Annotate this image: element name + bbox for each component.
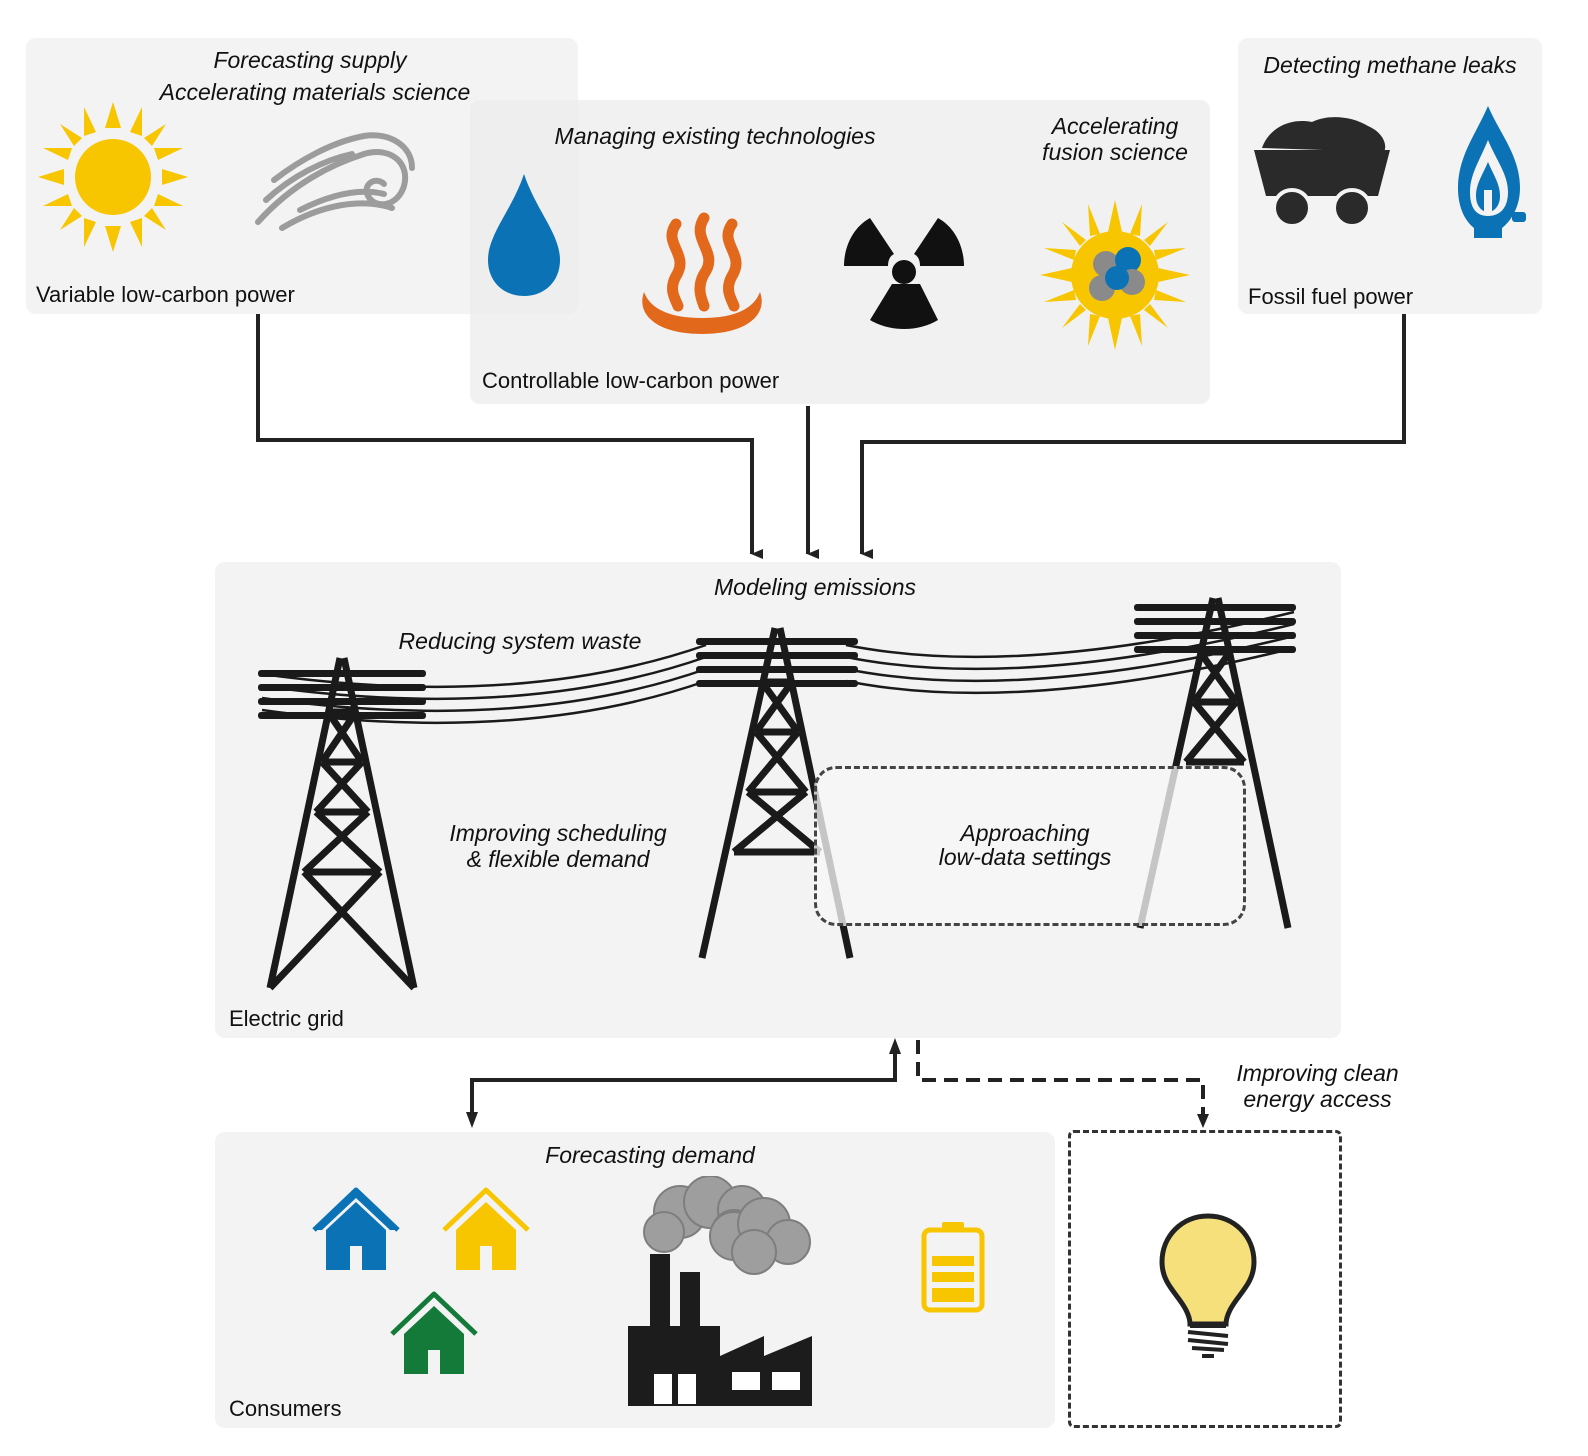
wind-icon bbox=[255, 132, 415, 231]
water-drop-icon bbox=[488, 174, 560, 296]
task-improving-scheduling-2: & flexible demand bbox=[466, 846, 650, 872]
variable-power-title: Variable low-carbon power bbox=[36, 282, 295, 307]
electric-grid-title: Electric grid bbox=[229, 1006, 344, 1031]
task-low-data-2: low-data settings bbox=[938, 844, 1112, 870]
task-accelerating-materials: Accelerating materials science bbox=[159, 79, 471, 105]
light-bulb-icon bbox=[1159, 1213, 1257, 1358]
transmission-tower-icon bbox=[258, 657, 426, 991]
house-icon bbox=[390, 1291, 478, 1374]
task-managing-existing: Managing existing technologies bbox=[554, 123, 876, 149]
task-modeling-emissions: Modeling emissions bbox=[714, 574, 916, 600]
sun-icon bbox=[38, 102, 188, 252]
task-improving-scheduling-1: Improving scheduling bbox=[449, 820, 667, 846]
arrow-grid-to-access bbox=[916, 1040, 1205, 1118]
task-accelerating-fusion-1: Accelerating bbox=[1051, 113, 1179, 139]
task-clean-access-2: energy access bbox=[1243, 1086, 1392, 1112]
consumers-title: Consumers bbox=[229, 1396, 342, 1421]
fossil-power-title: Fossil fuel power bbox=[1248, 284, 1414, 309]
fusion-icon bbox=[1040, 200, 1190, 350]
house-icon bbox=[312, 1187, 400, 1270]
radiation-icon bbox=[844, 218, 964, 329]
geothermal-icon bbox=[642, 212, 762, 334]
task-accelerating-fusion-2: fusion science bbox=[1042, 139, 1188, 165]
task-clean-access-1: Improving clean bbox=[1236, 1060, 1399, 1086]
task-reducing-waste: Reducing system waste bbox=[398, 628, 642, 654]
factory-icon bbox=[628, 1176, 812, 1406]
gas-flame-icon bbox=[1458, 106, 1526, 238]
task-forecasting-supply: Forecasting supply bbox=[213, 47, 407, 73]
battery-icon bbox=[921, 1222, 985, 1313]
arrow-variable-to-grid bbox=[256, 314, 763, 559]
low-data-settings-box bbox=[814, 766, 1246, 926]
arrow-grid-consumers bbox=[470, 1046, 897, 1120]
task-forecasting-demand: Forecasting demand bbox=[545, 1142, 755, 1168]
arrow-fossil-to-grid bbox=[860, 314, 1406, 559]
task-detecting-methane: Detecting methane leaks bbox=[1263, 52, 1517, 78]
house-icon bbox=[442, 1187, 530, 1270]
task-low-data-1: Approaching bbox=[960, 820, 1090, 846]
coal-cart-icon bbox=[1254, 117, 1390, 228]
controllable-power-title: Controllable low-carbon power bbox=[482, 368, 780, 393]
